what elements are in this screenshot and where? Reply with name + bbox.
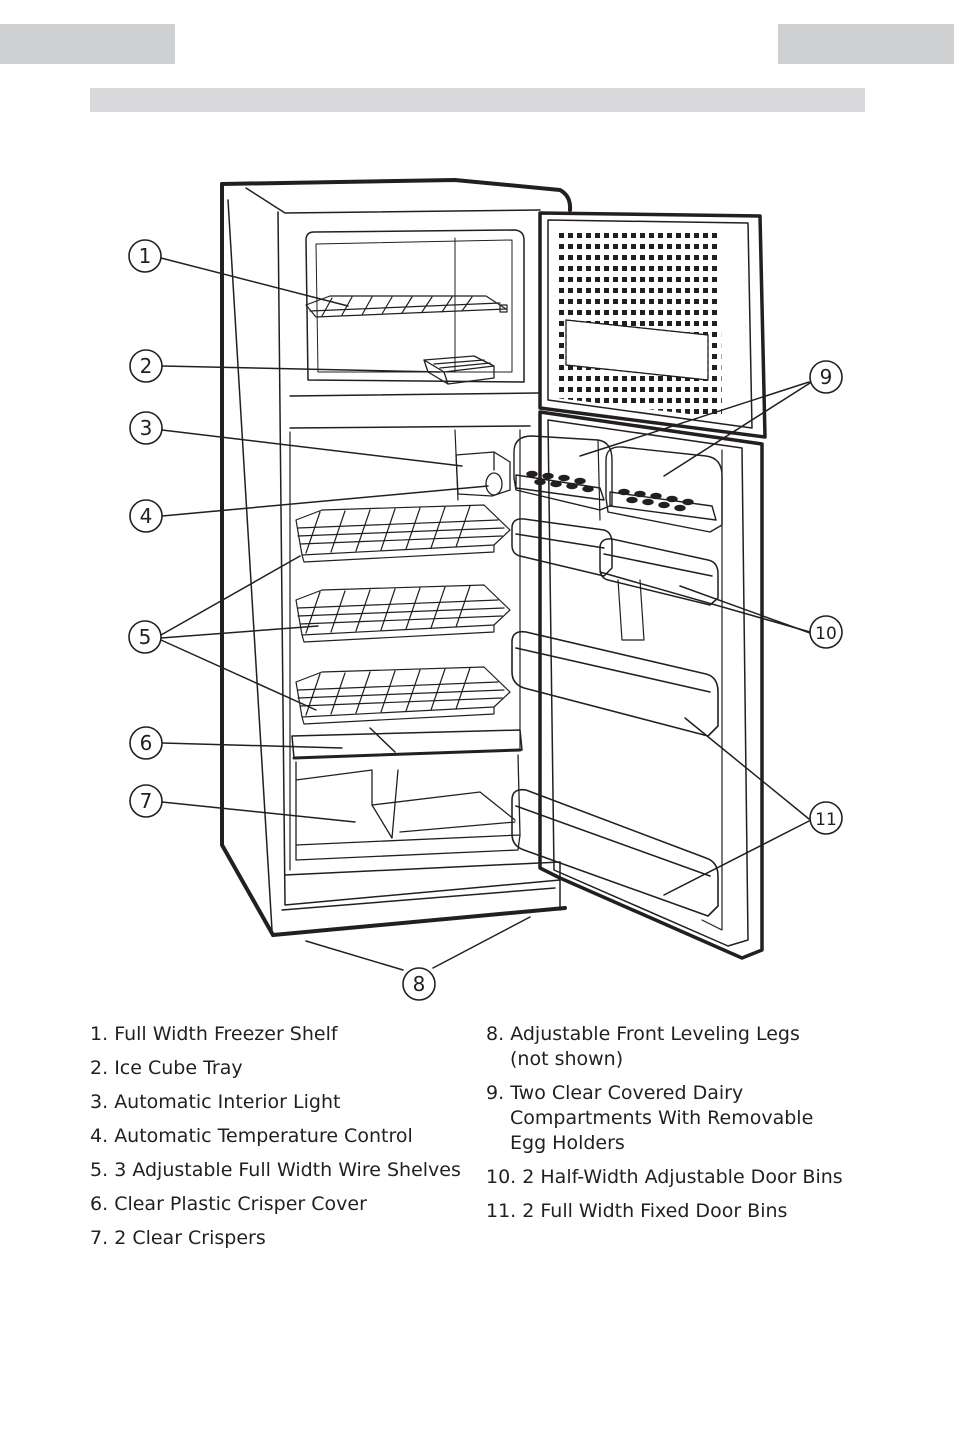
callout-9: 9	[809, 360, 843, 394]
legend-item-text: Automatic Interior Light	[114, 1091, 341, 1113]
legend-item-body: 2 Full Width Fixed Door Bins	[522, 1200, 788, 1222]
legend-item-number: 11.	[486, 1200, 517, 1222]
callout-5: 5	[128, 620, 162, 654]
legend-item-text: Ice Cube Tray	[114, 1057, 243, 1079]
legend-item-text: Full Width Freezer Shelf	[114, 1023, 338, 1045]
legend-item-text: 11. 2 Full Width Fixed Door Bins	[486, 1199, 866, 1224]
dairy-compartment-right	[605, 446, 723, 533]
legend-item: 6. Clear Plastic Crisper Cover	[90, 1192, 470, 1217]
legend-item: 3. Automatic Interior Light	[90, 1090, 470, 1115]
callout-1-label: 1	[139, 244, 152, 268]
legend-item: 7. 2 Clear Crispers	[90, 1226, 470, 1251]
refrigerator-diagram: 1 2 3 4 5 6 7 8 9 10 11	[128, 178, 843, 1001]
legend-item-text: Clear Plastic Crisper Cover	[114, 1193, 367, 1215]
callout-4: 4	[129, 499, 163, 533]
legend-item-number: 3.	[90, 1091, 109, 1113]
legend-item-text: 10. 2 Half-Width Adjustable Door Bins	[486, 1165, 866, 1190]
callout-11-label: 11	[815, 810, 837, 830]
callout-1: 1	[128, 239, 162, 273]
callout-2-label: 2	[140, 354, 153, 378]
wire-shelf-top	[295, 504, 511, 563]
callout-7-label: 7	[140, 789, 153, 813]
crisper-cover	[291, 727, 523, 760]
legend-item-number: 4.	[90, 1125, 109, 1147]
cabinet-outline	[220, 178, 573, 937]
legend-item-number: 8.	[486, 1023, 505, 1045]
legend-item-number: 10.	[486, 1166, 517, 1188]
dairy-compartment-left	[513, 435, 613, 511]
wire-shelf-middle	[295, 584, 511, 643]
legend-left-column: 1. Full Width Freezer Shelf 2. Ice Cube …	[90, 1022, 470, 1260]
legend-right-column: 8. Adjustable Front Leveling Legs (not s…	[486, 1022, 866, 1233]
freezer-door	[538, 211, 767, 439]
callout-9-label: 9	[820, 365, 833, 389]
legend-item: 1. Full Width Freezer Shelf	[90, 1022, 470, 1047]
callout-5-label: 5	[139, 625, 152, 649]
legend-item-number: 6.	[90, 1193, 109, 1215]
legend-item: 2. Ice Cube Tray	[90, 1056, 470, 1081]
callout-4-label: 4	[140, 504, 153, 528]
callout-8: 8	[402, 967, 436, 1001]
full-width-door-bin-upper	[511, 630, 719, 737]
callout-2: 2	[129, 349, 163, 383]
legend-item-text: 3 Adjustable Full Width Wire Shelves	[114, 1159, 461, 1181]
legend-item-number: 2.	[90, 1057, 109, 1079]
callout-6-label: 6	[140, 731, 153, 755]
legend-item: 5. 3 Adjustable Full Width Wire Shelves	[90, 1158, 470, 1183]
callout-3: 3	[129, 411, 163, 445]
wire-shelf-bottom	[295, 666, 511, 725]
legend-item: 8. Adjustable Front Leveling Legs (not s…	[486, 1022, 866, 1072]
legend-item: 4. Automatic Temperature Control	[90, 1124, 470, 1149]
legend-item-text: 8. Adjustable Front Leveling Legs (not s…	[486, 1022, 866, 1072]
freezer-wire-shelf	[305, 295, 508, 318]
legend-item-number: 7.	[90, 1227, 109, 1249]
legend-item-number: 9.	[486, 1082, 505, 1104]
legend-item-text: Automatic Temperature Control	[114, 1125, 413, 1147]
callout-10: 10	[809, 615, 843, 649]
legend-item: 9. Two Clear Covered Dairy Compartments …	[486, 1081, 866, 1156]
fresh-food-door	[538, 410, 764, 960]
callout-7: 7	[129, 784, 163, 818]
legend-item-body: 2 Half-Width Adjustable Door Bins	[522, 1166, 843, 1188]
half-width-door-bin-right	[599, 538, 719, 606]
callout-3-label: 3	[140, 416, 153, 440]
callout-8-label: 8	[413, 972, 426, 996]
legend-item: 10. 2 Half-Width Adjustable Door Bins	[486, 1165, 866, 1190]
legend-item-body: Two Clear Covered Dairy Compartments Wit…	[510, 1082, 814, 1154]
header-tab-right	[778, 24, 954, 64]
callout-10-label: 10	[815, 624, 837, 644]
callout-11: 11	[809, 801, 843, 835]
callout-6: 6	[129, 726, 163, 760]
freezer-compartment	[289, 229, 539, 429]
leveling-leg-lines	[305, 916, 531, 971]
legend-item-text: 2 Clear Crispers	[114, 1227, 266, 1249]
legend-item-number: 1.	[90, 1023, 109, 1045]
callout-leader-lines	[160, 257, 811, 896]
crisper-drawers	[295, 754, 521, 861]
legend-item-text: 9. Two Clear Covered Dairy Compartments …	[486, 1081, 866, 1156]
legend-item-number: 5.	[90, 1159, 109, 1181]
header-tab-left	[0, 24, 175, 64]
ice-cube-tray	[423, 355, 495, 385]
legend-item-body: Adjustable Front Leveling Legs (not show…	[510, 1023, 800, 1070]
legend-item: 11. 2 Full Width Fixed Door Bins	[486, 1199, 866, 1224]
half-width-door-bin-left	[511, 518, 613, 577]
light-housing	[455, 451, 511, 497]
section-title-bar	[90, 88, 865, 112]
